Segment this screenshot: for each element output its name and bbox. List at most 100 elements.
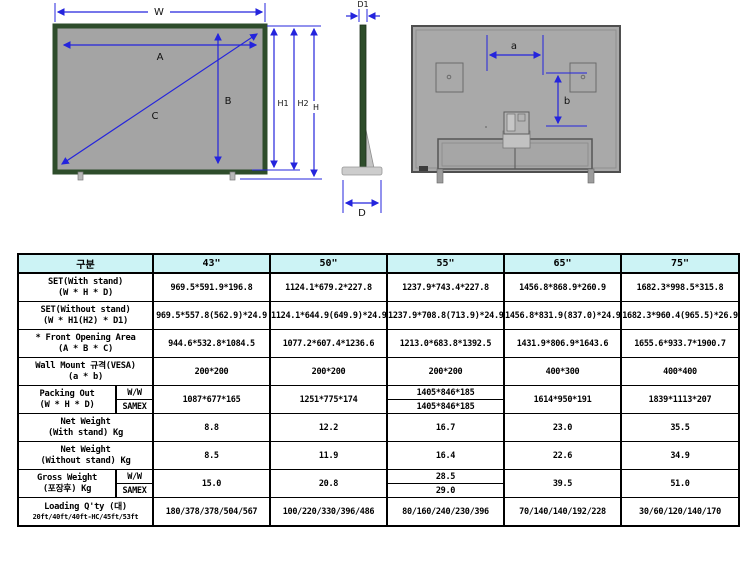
spec-cell: 944.6*532.8*1084.5 [152,329,271,358]
spec-cell: 30/60/120/140/170 [620,497,740,527]
spec-cell: 1124.1*644.9(649.9)*24.9 [269,301,388,330]
stand-neck [365,129,375,169]
diagonal-dimension: C [61,33,258,165]
d1-label: D1 [357,0,368,9]
spec-cell: 1456.8*831.9(837.0)*24.9 [503,301,622,330]
spec-cell: 200*200 [269,357,388,386]
back-leg-right [587,168,595,184]
col-header-size: 50" [269,253,388,274]
col-header-size: 43" [152,253,271,274]
vesa-hole-left [435,62,464,93]
spec-cell: 12.2 [269,413,388,442]
stand-base [341,166,383,176]
row-label-line: Net Weight [60,416,111,427]
row-label: Net Weight(With stand) Kg [17,413,154,442]
row-label-line: (Without stand) Kg [40,455,131,466]
spec-cell: 400*400 [620,357,740,386]
spec-cell: 23.0 [503,413,622,442]
row-label-line: 20ft/40ft/40ft-HC/45ft/53ft [32,512,139,521]
spec-cell: 1251*775*174 [269,385,388,414]
spec-cell: 15.0 [152,469,271,498]
tv-foot-right [229,171,236,181]
packing-type-label: W/W [115,385,154,400]
spec-cell: 1682.3*998.5*315.8 [620,272,740,302]
vesa-screw-right [580,74,586,80]
spec-cell: 100/220/330/396/486 [269,497,388,527]
spec-cell: 1839*1113*207 [620,385,740,414]
row-label: * Front Opening Area(A * B * C) [17,329,154,358]
h2-label: H2 [297,99,308,108]
row-label: Net Weight(Without stand) Kg [17,441,154,470]
spec-cell: 1682.3*960.4(965.5)*26.9 [620,301,740,330]
spec-table-body: SET(With stand)(W * H * D)969.5*591.9*19… [17,272,740,527]
table-row: * Front Opening Area(A * B * C)944.6*532… [17,329,740,358]
spec-cell: 22.6 [503,441,622,470]
spec-cell: 1405*846*185 [386,399,505,414]
spec-cell: 1431.9*806.9*1643.6 [503,329,622,358]
col-header-size: 55" [386,253,505,274]
spec-cell: 1213.0*683.8*1392.5 [386,329,505,358]
table-row: SAMEX 29.0 [18,483,739,498]
spec-cell: 80/160/240/230/396 [386,497,505,527]
h1-label: H1 [277,99,288,108]
w-label: W [154,7,164,18]
spec-cell: 8.5 [152,441,271,470]
b-label: B [225,96,232,107]
back-leg-left [436,168,444,184]
spec-cell: 28.5 [386,469,505,484]
table-row: SET(With stand)(W * H * D)969.5*591.9*19… [17,272,740,302]
back-view: a b [411,25,621,184]
row-label-line: (a * b) [68,371,103,382]
row-label-line: Gross Weight [37,472,97,483]
h-label: H [313,103,319,112]
tv-side-panel [359,24,367,173]
spec-cell: 200*200 [386,357,505,386]
spec-cell: 1456.8*868.9*260.9 [503,272,622,302]
spec-cell: 1237.9*708.8(713.9)*24.9 [386,301,505,330]
vesa-a-dimension: a [486,35,544,75]
spec-cell: 20.8 [269,469,388,498]
bracket-slot [506,113,516,132]
side-view: D1 D [341,0,383,219]
row-label: Gross Weight(포장후) Kg [17,469,117,498]
col-header-category: 구분 [17,253,154,274]
spec-cell: 180/378/378/504/567 [152,497,271,527]
row-label-line: (W * H * D) [58,287,113,298]
row-label-line: Net Weight [60,444,111,455]
c-label: C [152,111,159,122]
spec-cell: 29.0 [386,483,505,498]
spec-cell: 35.5 [620,413,740,442]
spec-cell: 11.9 [269,441,388,470]
spec-cell: 51.0 [620,469,740,498]
vesa-screw-left [446,74,452,80]
screw-dot [485,126,487,128]
packing-type-label: W/W [115,469,154,484]
row-label: SET(With stand)(W * H * D) [17,272,154,302]
row-label-line: Packing Out [39,388,95,399]
spec-cell: 969.5*591.9*196.8 [152,272,271,302]
row-label-line: SET(With stand) [48,276,123,287]
spec-cell: 969.5*557.8(562.9)*24.9 [152,301,271,330]
d-label: D [358,208,366,219]
spec-cell: 400*300 [503,357,622,386]
table-row: SET(Without stand)(W * H1(H2) * D1)969.5… [17,301,740,330]
row-label-line: (A * B * C) [58,343,113,354]
spec-cell: 1655.6*933.7*1900.7 [620,329,740,358]
row-label-line: (포장후) Kg [42,483,92,494]
packing-type-label: SAMEX [115,483,154,498]
row-label: Wall Mount 규격(VESA)(a * b) [17,357,154,386]
row-label-line: (With stand) Kg [48,427,123,438]
a-label: A [157,52,164,63]
spec-cell: 16.7 [386,413,505,442]
back-a-label: a [511,41,517,52]
row-label-line: * Front Opening Area [35,332,136,343]
spec-cell: 8.8 [152,413,271,442]
